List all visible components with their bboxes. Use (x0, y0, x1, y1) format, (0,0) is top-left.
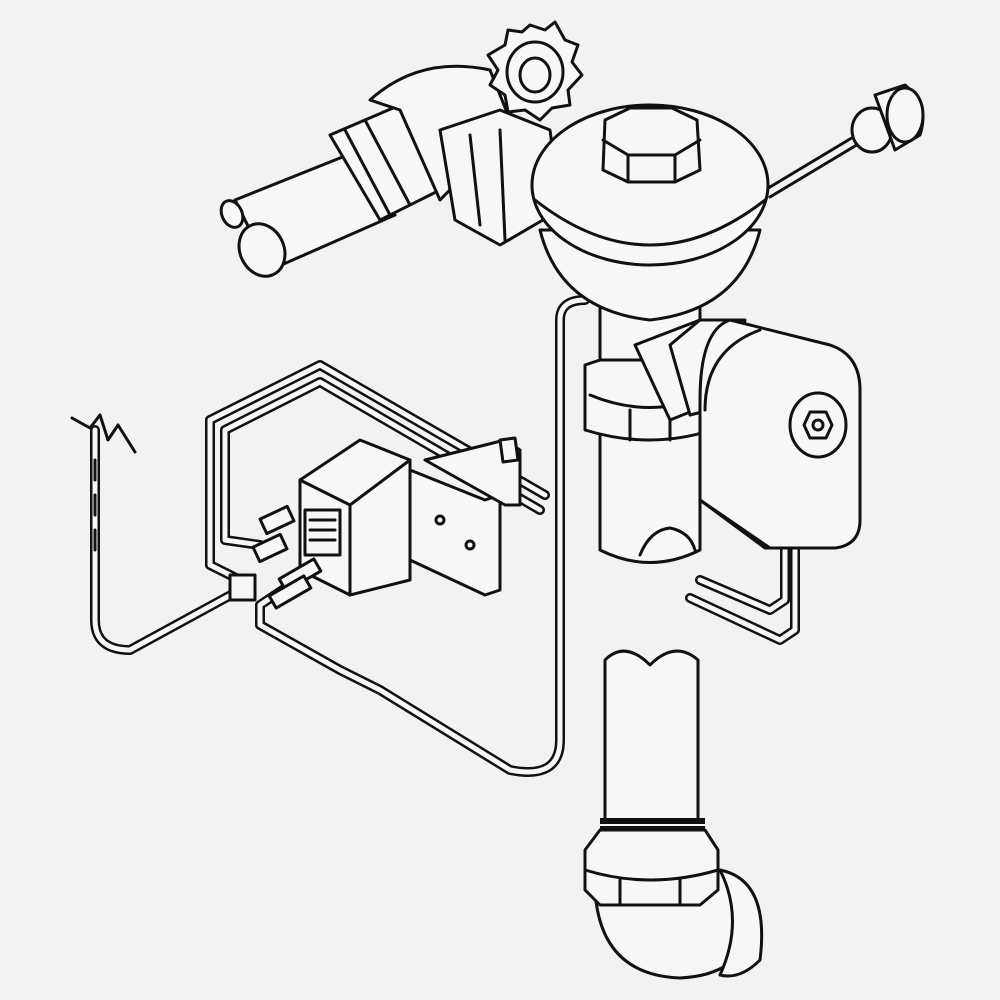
solenoid-housing (633, 318, 862, 550)
stop-valve-elbow (328, 64, 562, 247)
handle (763, 83, 925, 199)
wire-connectors (228, 504, 323, 610)
wiring (90, 295, 800, 777)
handwheel (486, 20, 584, 122)
outlet-elbow (583, 828, 764, 980)
transformer (298, 436, 522, 597)
outlet-pipe (600, 649, 705, 858)
cut-wire-break (70, 413, 137, 552)
